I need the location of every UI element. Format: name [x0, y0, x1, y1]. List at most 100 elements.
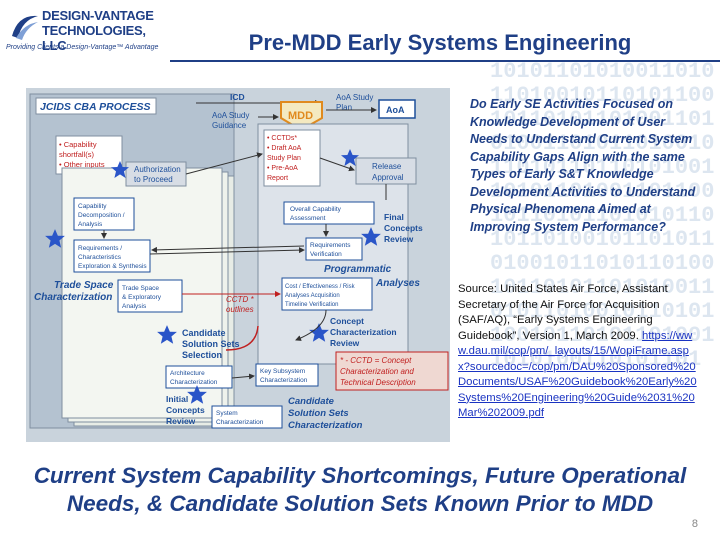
- svg-text:Guidance: Guidance: [212, 121, 247, 130]
- svg-text:Initial: Initial: [166, 394, 188, 404]
- trade-space-exploratory-box: [117, 279, 183, 313]
- architecture-characterization-label: Architecture Characterization: [170, 370, 218, 386]
- svg-text:• Capability: • Capability: [59, 140, 97, 149]
- svg-text:outlines: outlines: [226, 305, 254, 314]
- capability-bullets: • Capability shortfall(s) • Other inputs: [59, 140, 105, 169]
- candidate-solution-sets-characterization-label: Candidate Solution Sets Characterization: [288, 396, 363, 431]
- svg-text:to Proceed: to Proceed: [134, 175, 173, 184]
- svg-text:shortfall(s): shortfall(s): [59, 150, 95, 159]
- logo-tagline: Providing Clients a Design-Vantage™ Adva…: [6, 44, 159, 51]
- requirements-verification-box: [305, 237, 363, 261]
- cctds-box: [263, 129, 321, 187]
- logo-line2: TECHNOLOGIES, LLC: [42, 23, 146, 53]
- svg-text:Concepts: Concepts: [166, 405, 205, 415]
- cctd-footnote-box: [335, 351, 449, 391]
- svg-text:Characterization: Characterization: [170, 379, 218, 386]
- svg-text:Approval: Approval: [372, 173, 404, 182]
- svg-text:Cost / Effectiveness / Risk: Cost / Effectiveness / Risk: [285, 284, 356, 290]
- svg-text:Analysis: Analysis: [122, 303, 147, 310]
- authorization-label: Authorization to Proceed: [134, 165, 181, 184]
- svg-text:• Other inputs: • Other inputs: [59, 160, 105, 169]
- svg-text:Concepts: Concepts: [384, 223, 423, 233]
- source-text: Source: United States Air Force, Assista…: [458, 283, 668, 342]
- svg-text:CCTD *: CCTD *: [226, 295, 254, 304]
- svg-text:Candidate: Candidate: [288, 396, 335, 407]
- svg-text:& Exploratory: & Exploratory: [122, 294, 162, 301]
- svg-text:Analyses Acquisition: Analyses Acquisition: [285, 293, 340, 299]
- process-title: JCIDS CBA PROCESS: [40, 101, 150, 113]
- icd-label: ICD: [230, 92, 245, 102]
- svg-text:Technical Description: Technical Description: [340, 378, 416, 387]
- svg-text:AoA Study: AoA Study: [336, 93, 373, 102]
- svg-text:Decomposition /: Decomposition /: [78, 212, 125, 219]
- svg-text:Analysis: Analysis: [78, 221, 103, 228]
- svg-text:Programmatic: Programmatic: [324, 264, 392, 275]
- requirements-verification-label: Requirements Verification: [310, 242, 351, 258]
- svg-text:Characteristics: Characteristics: [78, 254, 122, 261]
- svg-text:Plan: Plan: [336, 103, 352, 112]
- concept-characterization-review-label: Concept Characterization Review: [330, 316, 397, 348]
- cost-effectiveness-box: [281, 277, 373, 311]
- svg-text:Architecture: Architecture: [170, 370, 205, 377]
- capability-decomposition-box: [73, 197, 135, 231]
- svg-text:Solution Sets: Solution Sets: [182, 339, 240, 349]
- trade-space-characterization-label: Trade Space Characterization: [34, 280, 114, 303]
- aoa-study-plan: AoA Study Plan: [336, 93, 373, 112]
- trade-space-exploratory-label: Trade Space & Exploratory Analysis: [122, 285, 162, 310]
- release-approval-box: [355, 157, 417, 185]
- aoa-study-guidance: AoA Study Guidance: [212, 111, 249, 130]
- final-concepts-review-label: Final Concepts Review: [384, 212, 423, 244]
- svg-text:Characterization: Characterization: [330, 327, 397, 337]
- source-link[interactable]: https://www.dau.mil/cop/pm/_layouts/15/W…: [458, 329, 697, 420]
- cctd-outlines-label: CCTD * outlines: [226, 295, 254, 314]
- svg-text:Solution Sets: Solution Sets: [288, 408, 349, 419]
- svg-text:Candidate: Candidate: [182, 328, 226, 338]
- svg-text:Trade Space: Trade Space: [122, 285, 159, 292]
- capability-decomposition-label: Capability Decomposition / Analysis: [78, 203, 125, 228]
- overall-capability-box: [283, 201, 375, 225]
- svg-text:System: System: [216, 410, 238, 417]
- svg-text:Trade Space: Trade Space: [54, 280, 114, 291]
- system-characterization-label: System Characterization: [216, 410, 264, 426]
- svg-text:Characterization: Characterization: [34, 292, 112, 303]
- key-subsystem-box: [255, 363, 319, 387]
- svg-text:* - CCTD = Concept: * - CCTD = Concept: [340, 356, 412, 365]
- svg-text:Verification: Verification: [310, 251, 342, 258]
- svg-text:Study Plan: Study Plan: [267, 155, 301, 162]
- callout-question: Do Early SE Activities Focused on Knowle…: [470, 97, 696, 234]
- svg-text:Review: Review: [166, 416, 196, 426]
- cctd-footnote: * - CCTD = Concept Characterization and …: [340, 356, 416, 387]
- company-logo: DESIGN-VANTAGE TECHNOLOGIES, LLC Providi…: [6, 6, 166, 62]
- svg-text:Requirements: Requirements: [310, 242, 351, 249]
- bottom-banner: Current System Capability Shortcomings, …: [33, 463, 687, 516]
- svg-text:Report: Report: [267, 175, 288, 182]
- programmatic-analyses-label: Programmatic Analyses: [324, 264, 420, 289]
- svg-text:Final: Final: [384, 212, 404, 222]
- aoa-label: AoA: [386, 105, 405, 115]
- requirements-characteristics-label: Requirements / Characteristics Explorati…: [78, 245, 147, 270]
- svg-text:Characterization: Characterization: [260, 377, 308, 384]
- svg-text:Review: Review: [384, 234, 414, 244]
- svg-text:• CCTDs*: • CCTDs*: [267, 135, 297, 142]
- release-approval-label: Release Approval: [372, 162, 404, 182]
- svg-text:Overall Capability: Overall Capability: [290, 206, 342, 213]
- svg-text:Release: Release: [372, 162, 402, 171]
- page-number: 8: [691, 518, 698, 530]
- svg-text:Characterization and: Characterization and: [340, 367, 414, 376]
- jcids-cba-diagram: JCIDS CBA PROCESS ICD AoA Study Guidance…: [26, 88, 450, 442]
- svg-text:Analyses: Analyses: [375, 278, 420, 289]
- mdd-label: MDD: [288, 110, 313, 122]
- source-citation: Source: United States Air Force, Assista…: [458, 282, 698, 422]
- title-underline: [170, 60, 720, 62]
- svg-text:Characterization: Characterization: [216, 419, 264, 426]
- svg-text:Concept: Concept: [330, 316, 364, 326]
- svg-text:Review: Review: [330, 338, 360, 348]
- binary-background: 1010110101001101011010010110101100101101…: [490, 60, 715, 372]
- svg-text:• Draft AoA: • Draft AoA: [267, 145, 302, 152]
- overall-capability-label: Overall Capability Assessment: [290, 206, 342, 222]
- architecture-characterization-box: [165, 365, 233, 389]
- svg-text:Characterization: Characterization: [288, 420, 363, 431]
- logo-line1: DESIGN-VANTAGE: [42, 8, 154, 23]
- authorization-box: [125, 161, 187, 187]
- svg-text:Selection: Selection: [182, 350, 222, 360]
